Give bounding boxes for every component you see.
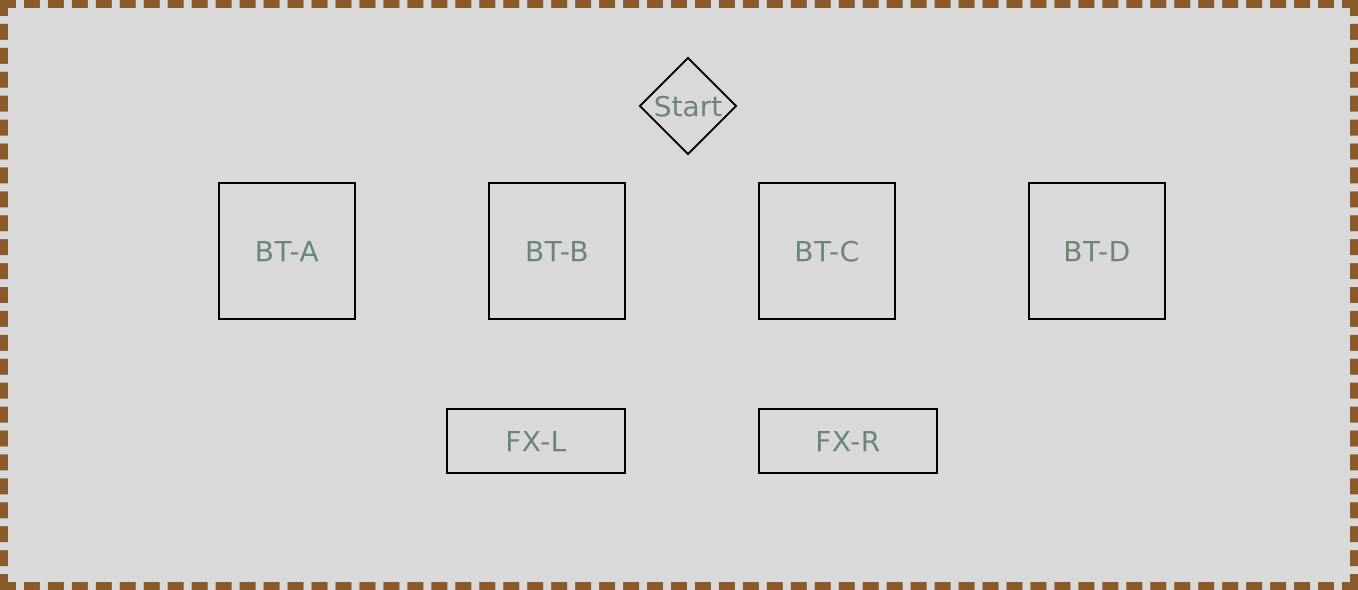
fx-r-label: FX-R	[815, 424, 881, 458]
bt-d-label: BT-D	[1063, 234, 1131, 268]
fx-l-label: FX-L	[505, 424, 567, 458]
start-button[interactable]: Start	[638, 56, 738, 156]
bt-d-button[interactable]: BT-D	[1028, 182, 1166, 320]
bt-c-label: BT-C	[794, 234, 860, 268]
bt-c-button[interactable]: BT-C	[758, 182, 896, 320]
bt-a-label: BT-A	[254, 234, 320, 268]
bt-b-label: BT-B	[524, 234, 590, 268]
fx-l-button[interactable]: FX-L	[446, 408, 626, 474]
bt-a-button[interactable]: BT-A	[218, 182, 356, 320]
bt-b-button[interactable]: BT-B	[488, 182, 626, 320]
start-label: Start	[653, 89, 723, 123]
fx-r-button[interactable]: FX-R	[758, 408, 938, 474]
